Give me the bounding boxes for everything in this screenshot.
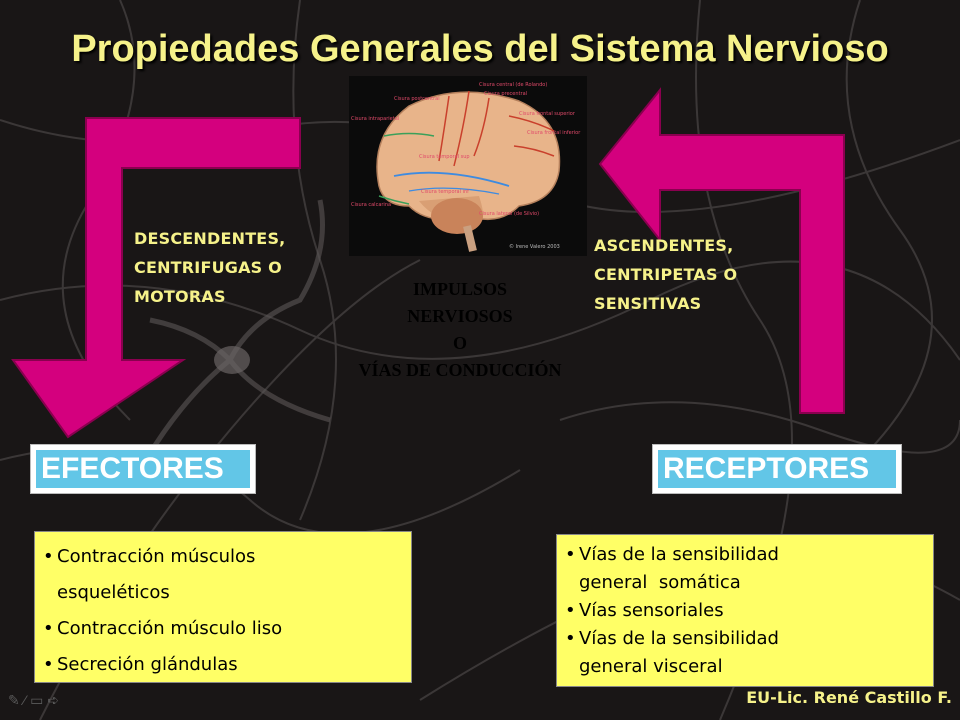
bullet-icon: • <box>43 618 54 639</box>
brain-label: Cisura calcarina <box>351 202 391 208</box>
efectores-list: • Contracción músculos esqueléticos • Co… <box>34 531 412 683</box>
brain-label: Cisura intraparietal <box>351 116 399 122</box>
impulses-label: IMPULSOS NERVIOSOS O VÍAS DE CONDUCCIÓN <box>310 276 610 384</box>
impulses-line: VÍAS DE CONDUCCIÓN <box>358 360 562 380</box>
list-item-line: Contracción músculo liso <box>57 618 283 639</box>
next-arrow-icon[interactable]: ➪ <box>47 692 64 708</box>
impulses-line: NERVIOSOS <box>407 306 513 326</box>
bullet-icon: • <box>565 600 576 621</box>
pen-icon[interactable]: ✎ <box>8 692 24 708</box>
slide-nav[interactable]: ✎⁄▭➪ <box>8 692 63 709</box>
bullet-icon: • <box>565 544 576 565</box>
brain-label: Cisura lateral (de Silvio) <box>479 211 539 217</box>
list-item-line: Secreción glándulas <box>57 654 238 675</box>
bullet-icon: • <box>565 628 576 649</box>
list-item: • Secreción glándulas <box>35 647 411 683</box>
bullet-icon: • <box>43 546 54 567</box>
brain-label: Cisura precentral <box>484 91 527 97</box>
bullet-icon: • <box>43 654 54 675</box>
list-item: • Vías sensoriales <box>557 597 933 625</box>
brain-label: Cisura temporal inf <box>421 189 469 195</box>
menu-icon[interactable]: ▭ <box>30 692 48 708</box>
brain-label: Cisura temporal sup <box>419 154 470 160</box>
list-item: • Vías de la sensibilidad general viscer… <box>557 625 933 681</box>
list-item-line: general visceral <box>579 656 723 677</box>
list-item-line: Vías sensoriales <box>579 600 724 621</box>
list-item-line: Vías de la sensibilidad <box>579 628 779 649</box>
pointer-icon[interactable]: ⁄ <box>23 692 31 708</box>
ascending-line: ASCENDENTES, <box>594 236 734 255</box>
receptores-list: • Vías de la sensibilidad general somáti… <box>556 534 934 687</box>
list-item-line: Contracción músculos <box>57 546 256 567</box>
impulses-line: O <box>452 333 467 353</box>
brain-credit: © Irene Valero 2003 <box>509 243 560 250</box>
efectores-title: EFECTORES <box>36 450 250 488</box>
slide-title: Propiedades Generales del Sistema Nervio… <box>71 28 889 70</box>
brain-label: Cisura frontal inferior <box>527 130 581 136</box>
descending-label: DESCENDENTES, CENTRIFUGAS O MOTORAS <box>134 224 334 311</box>
brain-image: Cisura central (de Rolando) Cisura postc… <box>349 76 587 256</box>
author-footer: EU-Lic. René Castillo F. <box>746 688 952 707</box>
list-item-line: general somática <box>579 572 741 593</box>
list-item-line: esqueléticos <box>57 582 170 603</box>
receptores-box: RECEPTORES <box>652 444 902 494</box>
descending-line: MOTORAS <box>134 287 226 306</box>
list-item: • Contracción músculos esqueléticos <box>35 539 411 611</box>
descending-line: CENTRIFUGAS O <box>134 258 282 277</box>
impulses-line: IMPULSOS <box>412 279 508 299</box>
ascending-arrow <box>598 87 845 414</box>
receptores-title: RECEPTORES <box>658 450 896 488</box>
descending-line: DESCENDENTES, <box>134 229 286 248</box>
list-item-line: Vías de la sensibilidad <box>579 544 779 565</box>
descending-arrow <box>11 117 301 439</box>
brain-label: Cisura postcentral <box>394 96 440 102</box>
efectores-box: EFECTORES <box>30 444 256 494</box>
brain-label: Cisura central (de Rolando) <box>479 82 547 88</box>
ascending-line: SENSITIVAS <box>594 294 702 313</box>
ascending-line: CENTRIPETAS O <box>594 265 738 284</box>
brain-label: Cisura frontal superior <box>519 111 576 117</box>
ascending-label: ASCENDENTES, CENTRIPETAS O SENSITIVAS <box>594 231 794 318</box>
list-item: • Contracción músculo liso <box>35 611 411 647</box>
list-item: • Vías de la sensibilidad general somáti… <box>557 541 933 597</box>
